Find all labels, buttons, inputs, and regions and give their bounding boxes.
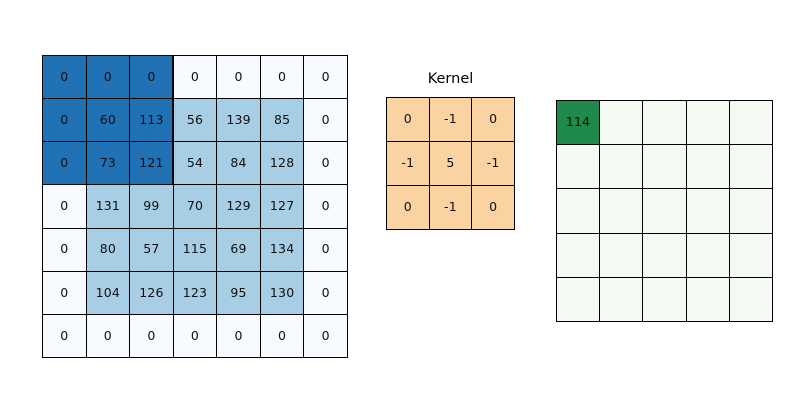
output-cell-1-1 (600, 145, 644, 190)
input-cell-1-6: 0 (304, 99, 348, 143)
kernel-cell-1-2: -1 (472, 142, 515, 186)
input-cell-5-2: 126 (130, 271, 174, 315)
kernel-cell-0-0: 0 (387, 98, 430, 142)
input-cell-6-0: 0 (43, 314, 87, 358)
output-cell-4-1 (600, 277, 644, 322)
input-cell-2-5: 128 (260, 142, 305, 186)
input-cell-4-0: 0 (43, 228, 87, 272)
input-cell-2-1: 73 (86, 142, 131, 186)
input-cell-2-0: 0 (43, 142, 87, 186)
input-cell-6-5: 0 (260, 314, 305, 358)
input-cell-3-2: 99 (130, 185, 174, 229)
input-cell-3-0: 0 (43, 185, 87, 229)
output-cell-2-3 (686, 189, 730, 234)
input-cell-5-1: 104 (86, 271, 131, 315)
output-cell-1-4 (729, 145, 773, 190)
output-cell-2-2 (643, 189, 687, 234)
input-cell-6-3: 0 (173, 314, 218, 358)
kernel-cell-2-0: 0 (387, 186, 430, 230)
input-cell-5-4: 95 (217, 271, 261, 315)
input-cell-0-1: 0 (86, 56, 131, 100)
input-cell-6-4: 0 (217, 314, 261, 358)
output-cell-3-2 (643, 233, 687, 278)
input-cell-3-1: 131 (86, 185, 131, 229)
input-cell-0-5: 0 (260, 56, 305, 100)
input-cell-0-3: 0 (173, 56, 218, 100)
input-cell-0-2: 0 (130, 56, 174, 100)
output-cell-0-3 (686, 101, 730, 146)
kernel-cell-0-1: -1 (429, 98, 473, 142)
input-cell-5-5: 130 (260, 271, 305, 315)
input-cell-1-4: 139 (217, 99, 261, 143)
input-cell-4-3: 115 (173, 228, 218, 272)
input-cell-2-2: 121 (130, 142, 174, 186)
input-cell-4-6: 0 (304, 228, 348, 272)
input-cell-1-5: 85 (260, 99, 305, 143)
output-cell-1-0 (557, 145, 601, 190)
kernel-cell-1-0: -1 (387, 142, 430, 186)
input-cell-4-4: 69 (217, 228, 261, 272)
output-cell-4-3 (686, 277, 730, 322)
input-cell-3-5: 127 (260, 185, 305, 229)
input-cell-0-4: 0 (217, 56, 261, 100)
output-matrix-grid: 114 (556, 100, 773, 322)
output-cell-4-2 (643, 277, 687, 322)
input-cell-2-3: 54 (173, 142, 218, 186)
input-cell-0-0: 0 (43, 56, 87, 100)
input-cell-1-2: 113 (130, 99, 174, 143)
output-cell-1-3 (686, 145, 730, 190)
output-cell-0-2 (643, 101, 687, 146)
input-cell-3-6: 0 (304, 185, 348, 229)
output-cell-0-1 (600, 101, 644, 146)
input-cell-4-1: 80 (86, 228, 131, 272)
output-cell-3-3 (686, 233, 730, 278)
output-cell-2-4 (729, 189, 773, 234)
input-cell-4-2: 57 (130, 228, 174, 272)
kernel-cell-2-1: -1 (429, 186, 473, 230)
input-cell-6-2: 0 (130, 314, 174, 358)
output-cell-4-0 (557, 277, 601, 322)
input-cell-3-3: 70 (173, 185, 218, 229)
kernel-cell-0-2: 0 (472, 98, 515, 142)
output-cell-2-1 (600, 189, 644, 234)
output-cell-0-0: 114 (557, 101, 601, 146)
output-cell-3-1 (600, 233, 644, 278)
input-cell-1-3: 56 (173, 99, 218, 143)
input-cell-0-6: 0 (304, 56, 348, 100)
input-cell-2-6: 0 (304, 142, 348, 186)
input-cell-1-0: 0 (43, 99, 87, 143)
input-cell-3-4: 129 (217, 185, 261, 229)
input-cell-5-0: 0 (43, 271, 87, 315)
output-cell-0-4 (729, 101, 773, 146)
output-cell-2-0 (557, 189, 601, 234)
input-cell-4-5: 134 (260, 228, 305, 272)
output-cell-1-2 (643, 145, 687, 190)
input-cell-1-1: 60 (86, 99, 131, 143)
input-cell-6-6: 0 (304, 314, 348, 358)
kernel-cell-1-1: 5 (429, 142, 473, 186)
output-cell-3-0 (557, 233, 601, 278)
input-cell-6-1: 0 (86, 314, 131, 358)
kernel-cell-2-2: 0 (472, 186, 515, 230)
output-cell-3-4 (729, 233, 773, 278)
output-cell-4-4 (729, 277, 773, 322)
input-cell-5-6: 0 (304, 271, 348, 315)
input-cell-2-4: 84 (217, 142, 261, 186)
kernel-title: Kernel (427, 71, 474, 87)
input-cell-5-3: 123 (173, 271, 218, 315)
